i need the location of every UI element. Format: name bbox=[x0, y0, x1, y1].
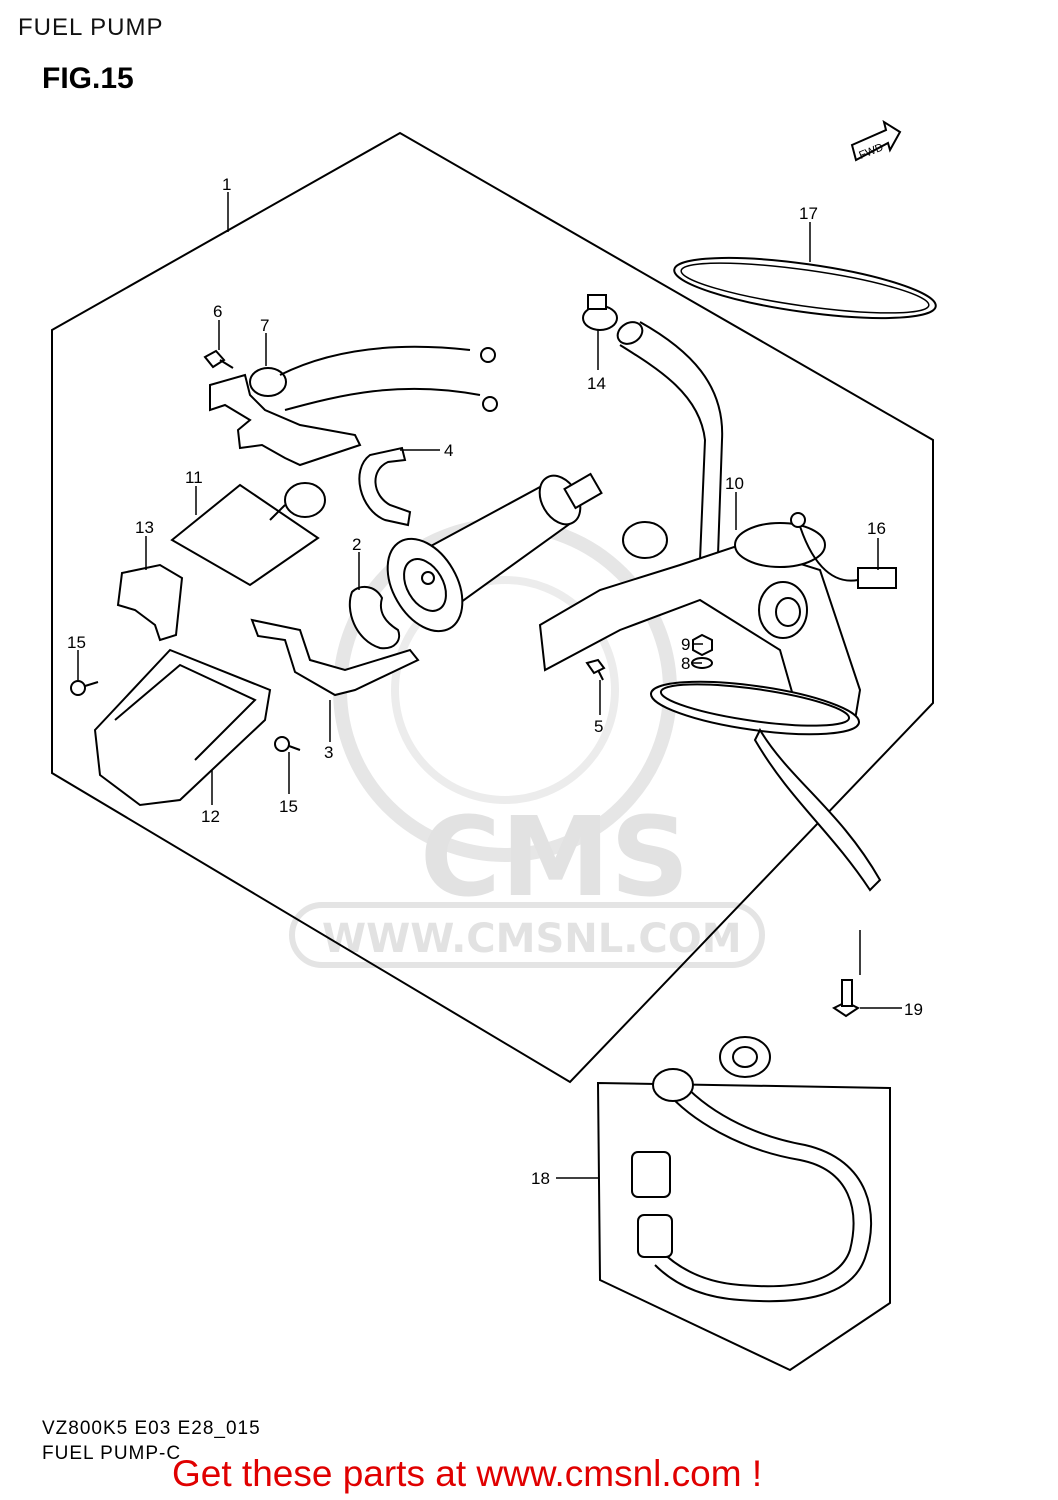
promo-link[interactable]: Get these parts at www.cmsnl.com ! bbox=[172, 1453, 763, 1494]
pump-rubber bbox=[348, 585, 400, 650]
bolt-19 bbox=[832, 979, 860, 1018]
o-ring bbox=[673, 256, 937, 320]
part-label: 11 bbox=[185, 468, 203, 487]
part-label: 14 bbox=[587, 374, 606, 393]
hose-clamp bbox=[582, 294, 618, 331]
part-label: 1 bbox=[222, 175, 231, 194]
part-labels: 1 2 3 4 5 6 7 8 9 10 11 12 13 14 15 15 1… bbox=[67, 175, 923, 1188]
part-label: 19 bbox=[904, 1000, 923, 1019]
part-label: 7 bbox=[260, 316, 269, 335]
leader-lines bbox=[77, 192, 902, 1179]
figure-title: FIG.15 bbox=[42, 62, 134, 95]
section-title: FUEL PUMP bbox=[18, 14, 164, 41]
bracket-7 bbox=[209, 345, 498, 467]
assembly-frame bbox=[51, 131, 934, 1084]
gasket-13 bbox=[116, 563, 184, 642]
part-label: 15 bbox=[67, 633, 86, 652]
diagram-code: VZ800K5 E03 E28_015 bbox=[42, 1418, 261, 1439]
bolt-15-right bbox=[274, 736, 301, 752]
fwd-arrow-icon: FWD bbox=[850, 119, 902, 162]
part-label: 6 bbox=[213, 302, 222, 321]
screw-5 bbox=[585, 658, 606, 681]
part-label: 3 bbox=[324, 743, 333, 762]
screw-6 bbox=[203, 349, 234, 369]
fuel-pump-body bbox=[386, 472, 603, 633]
bracket-3 bbox=[250, 618, 420, 697]
pump-frame bbox=[538, 521, 882, 892]
part-label: 12 bbox=[201, 807, 220, 826]
watermark-logo-text: CMS bbox=[420, 793, 689, 921]
part-label: 2 bbox=[352, 535, 361, 554]
connector-16 bbox=[790, 512, 897, 589]
part-label: 8 bbox=[681, 654, 690, 673]
filter-11 bbox=[170, 482, 326, 587]
part-label: 5 bbox=[594, 717, 603, 736]
part-label: 10 bbox=[725, 474, 744, 493]
part-label: 9 bbox=[681, 635, 690, 654]
part-label: 15 bbox=[279, 797, 298, 816]
part-label: 13 bbox=[135, 518, 154, 537]
bolt-15-left bbox=[70, 680, 99, 696]
part-label: 4 bbox=[444, 441, 453, 460]
diagram-name: FUEL PUMP-C bbox=[42, 1443, 182, 1464]
part-label: 17 bbox=[799, 204, 818, 223]
nut-9 bbox=[692, 633, 713, 657]
hose-kit-18 bbox=[631, 1036, 873, 1303]
cover-12 bbox=[93, 648, 272, 807]
fuel-hose bbox=[616, 321, 741, 601]
part-label: 16 bbox=[867, 519, 886, 538]
part-label: 18 bbox=[531, 1169, 550, 1188]
hose-kit-frame bbox=[596, 1081, 891, 1372]
pump-band bbox=[358, 446, 412, 527]
watermark-url-text: WWW.CMSNL.COM bbox=[322, 916, 742, 962]
